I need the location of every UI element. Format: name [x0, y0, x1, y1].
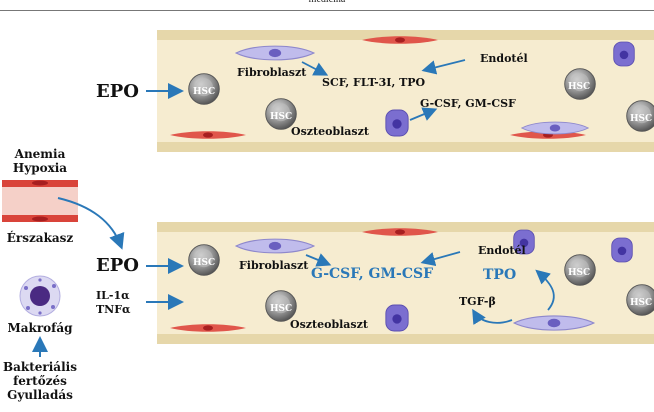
vessel-arrow [57, 197, 125, 250]
il-label: IL-1α [96, 289, 130, 302]
hsc-label: HSC [193, 258, 215, 268]
tnf-label: TNFα [96, 303, 131, 316]
osteoblast-cell-icon [613, 41, 635, 67]
hsc-label: HSC [270, 304, 292, 314]
inflammation-label: Gyulladás [7, 388, 73, 402]
panel-bottom-top-wall [157, 222, 654, 232]
panel-bottom: EPO IL-1α TNFα HSC HSC HSC HSC Fibroblas… [96, 222, 654, 344]
factors-label: SCF, FLT-3I, TPO [322, 76, 426, 89]
vessel-label: Érszakasz [7, 230, 74, 245]
hsc-label: HSC [568, 82, 590, 92]
panel-bottom-bottom-wall [157, 334, 654, 344]
tgf-arrow [472, 308, 513, 325]
hsc-label: HSC [270, 112, 292, 122]
endothel-arrow [421, 59, 466, 75]
hsc-label: HSC [568, 268, 590, 278]
header-title: medicina [0, 0, 654, 5]
osteoblast-cell-icon [385, 304, 409, 332]
tgf-beta-label: TGF-β [459, 295, 496, 308]
fibroblast-arrow [305, 253, 332, 267]
tpo-label: TPO [483, 267, 516, 283]
hsc-label: HSC [193, 87, 215, 97]
factors-label: G-CSF, GM-CSF [311, 266, 433, 282]
endothel-label: Endotél [478, 244, 526, 257]
macrophage-label: Makrofág [7, 321, 73, 335]
hsc-label: HSC [630, 298, 652, 308]
macrophage-cell-icon [19, 275, 61, 317]
factors-label: G-CSF, GM-CSF [420, 97, 516, 110]
fibroblast-label: Fibroblaszt [237, 66, 307, 79]
hsc-label: HSC [630, 114, 652, 124]
panel-top: EPO HSC HSC HSC HSC Fibroblaszt Endotél … [96, 30, 654, 152]
fibroblast-label: Fibroblaszt [239, 259, 309, 272]
fibroblast-arrow [301, 61, 329, 76]
infection-label: fertőzés [13, 374, 67, 388]
osteoblast-arrow [409, 107, 438, 121]
anemia-label: Anemia [14, 147, 66, 161]
osteoblast-label: Oszteoblaszt [291, 125, 370, 138]
osteoblast-cell-icon [385, 109, 409, 137]
bacterial-label: Bakteriális [3, 360, 77, 374]
left-side: Anemia Hypoxia Érszakasz Makrofág Bakter… [2, 147, 125, 402]
panel-top-top-wall [157, 30, 654, 40]
panel-top-bottom-wall [157, 142, 654, 152]
epo-label: EPO [96, 255, 139, 276]
page-header: medicina [0, 0, 654, 11]
tpo-arrow [535, 269, 555, 311]
endothel-label: Endotél [480, 52, 528, 65]
epo-label: EPO [96, 81, 139, 102]
hypoxia-label: Hypoxia [13, 161, 67, 175]
endothel-arrow [420, 251, 461, 267]
osteoblast-cell-icon [611, 237, 633, 263]
blood-vessel-icon [2, 180, 78, 222]
osteoblast-label: Oszteoblaszt [290, 318, 369, 331]
